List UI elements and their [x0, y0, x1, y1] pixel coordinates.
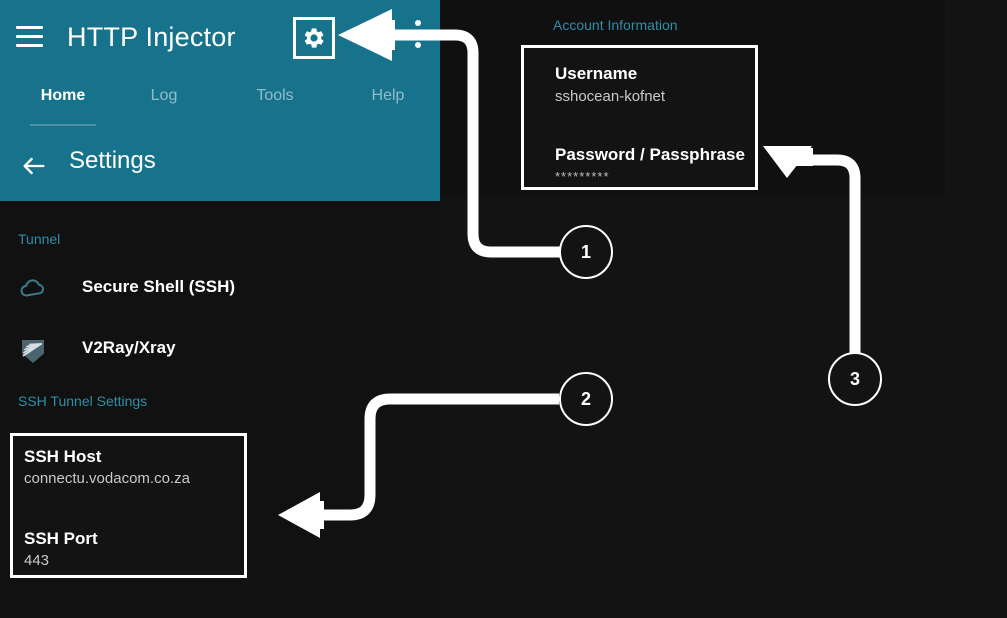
cloud-icon [17, 274, 49, 306]
password-label: Password / Passphrase [555, 145, 745, 164]
settings-title: Settings [69, 147, 156, 174]
shield-rays-icon [17, 335, 49, 367]
username-label: Username [555, 64, 638, 83]
tab-tools[interactable]: Tools [256, 87, 294, 104]
password-value[interactable]: ********* [555, 169, 610, 184]
tab-help[interactable]: Help [371, 87, 405, 104]
ssh-port-label: SSH Port [24, 529, 98, 548]
tab-active-indicator [30, 124, 96, 126]
list-item-secure-shell[interactable]: Secure Shell (SSH) [0, 268, 440, 312]
list-item-v2ray-xray[interactable]: V2Ray/Xray [0, 329, 440, 373]
section-label-account-information: Account Information [553, 17, 678, 33]
callout-number-3: 3 [828, 352, 882, 406]
tab-home[interactable]: Home [40, 87, 86, 104]
list-item-label: Secure Shell (SSH) [82, 277, 236, 296]
back-arrow-icon[interactable] [20, 152, 48, 180]
section-label-ssh-tunnel-settings: SSH Tunnel Settings [18, 393, 148, 409]
ssh-port-value[interactable]: 443 [24, 552, 50, 569]
list-item-label: V2Ray/Xray [82, 338, 176, 357]
ssh-settings-highlight-box[interactable]: SSH Host connectu.vodacom.co.za SSH Port… [10, 433, 247, 578]
page-title: HTTP Injector [67, 22, 236, 52]
ssh-host-label: SSH Host [24, 447, 102, 466]
account-information-highlight-box[interactable]: Username sshocean-kofnet Password / Pass… [521, 45, 758, 190]
callout-number-1: 1 [559, 225, 613, 279]
tab-log[interactable]: Log [150, 87, 178, 104]
app-bar: HTTP Injector [0, 0, 440, 78]
hamburger-icon[interactable] [16, 26, 43, 48]
callout-number-2: 2 [559, 372, 613, 426]
username-value[interactable]: sshocean-kofnet [555, 88, 666, 105]
section-label-tunnel: Tunnel [18, 231, 61, 247]
settings-subheader: Settings [0, 140, 440, 200]
tab-bar: Home Log Tools Help [0, 84, 440, 126]
ssh-host-value[interactable]: connectu.vodacom.co.za [24, 470, 190, 487]
gear-icon[interactable] [293, 17, 335, 59]
